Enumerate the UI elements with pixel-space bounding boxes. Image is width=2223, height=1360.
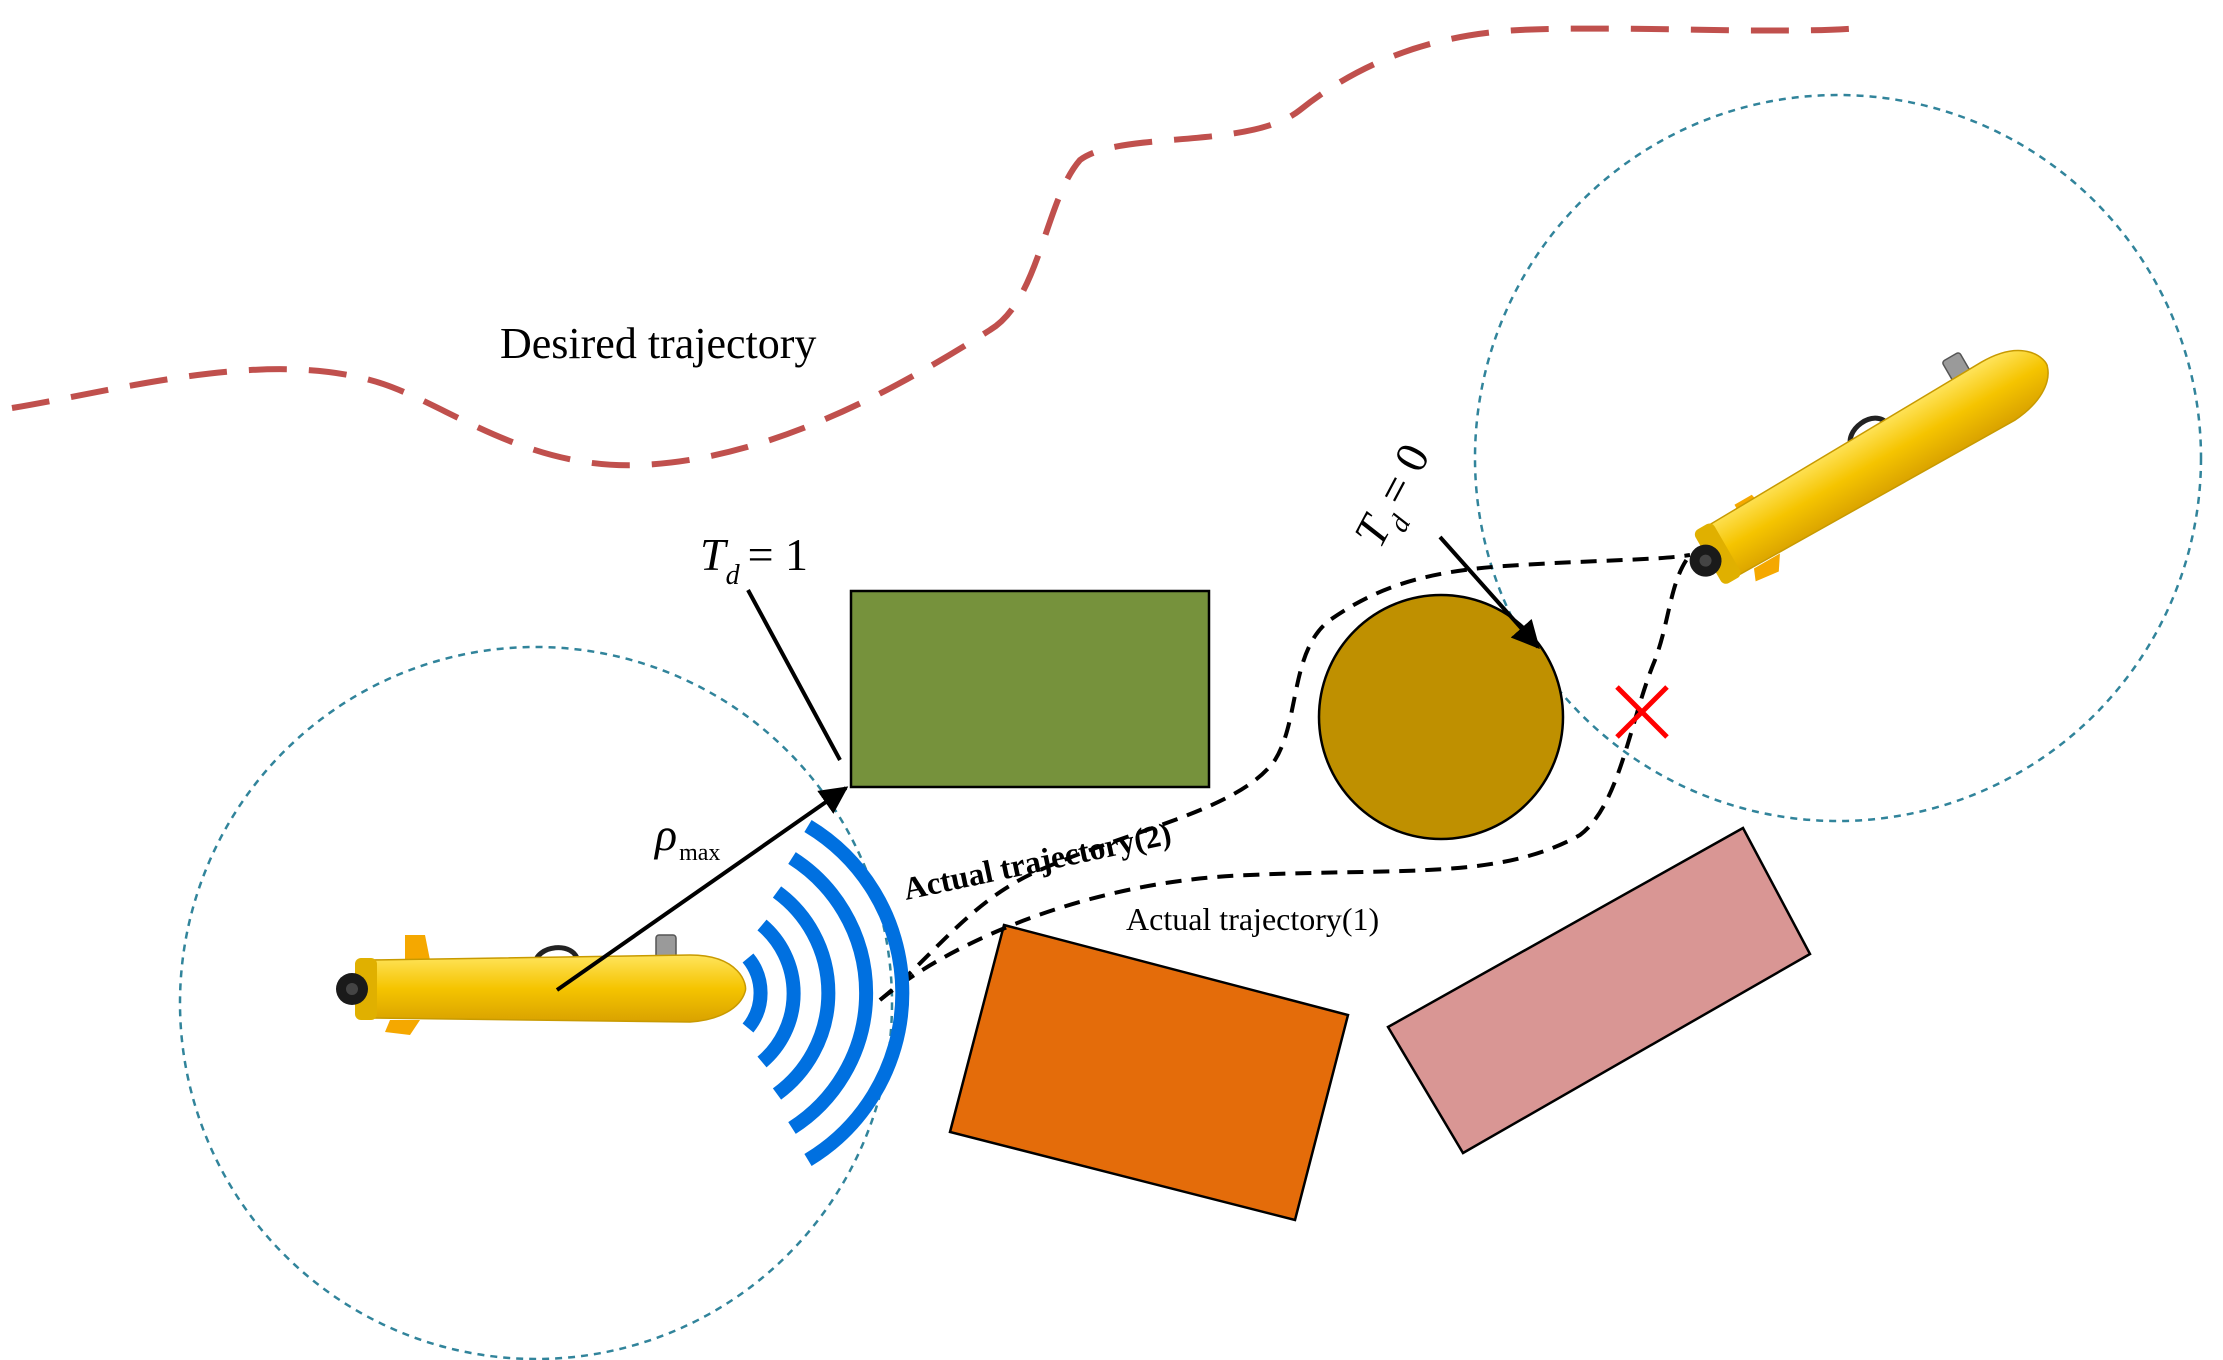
td-zero-arrow (1438, 535, 1540, 650)
auv-icon-left (336, 934, 747, 1035)
obstacle-rectangle-green (849, 589, 1211, 789)
actual-trajectory-1-path (878, 553, 1692, 1002)
actual-trajectory-2-path (878, 553, 1691, 1002)
rho-max-label: ρmax (653, 809, 720, 866)
actual-trajectory-2-label: Actual trajectory(2) (900, 815, 1174, 907)
obstacle-circle-gold (1317, 593, 1565, 841)
red-x-icon (1615, 685, 1669, 739)
obstacle-rectangle-pink (1386, 826, 1812, 1155)
desired-trajectory-path (11, 25, 1861, 469)
sonar-waves-icon (742, 820, 910, 1166)
td-one-pointer-line (746, 589, 842, 761)
td-one-label: Td= 1 (700, 529, 808, 591)
sensing-range-circle-right (1473, 93, 2203, 823)
desired-trajectory-label: Desired trajectory (500, 319, 816, 368)
obstacle-rectangle-orange (948, 923, 1350, 1222)
td-zero-label: Td= 0 (1344, 435, 1449, 560)
actual-trajectory-1-label: Actual trajectory(1) (1126, 901, 1379, 937)
sensing-range-circle-left (178, 645, 894, 1360)
auv-icon-right (1689, 349, 2049, 584)
rho-max-arrow (555, 786, 849, 992)
